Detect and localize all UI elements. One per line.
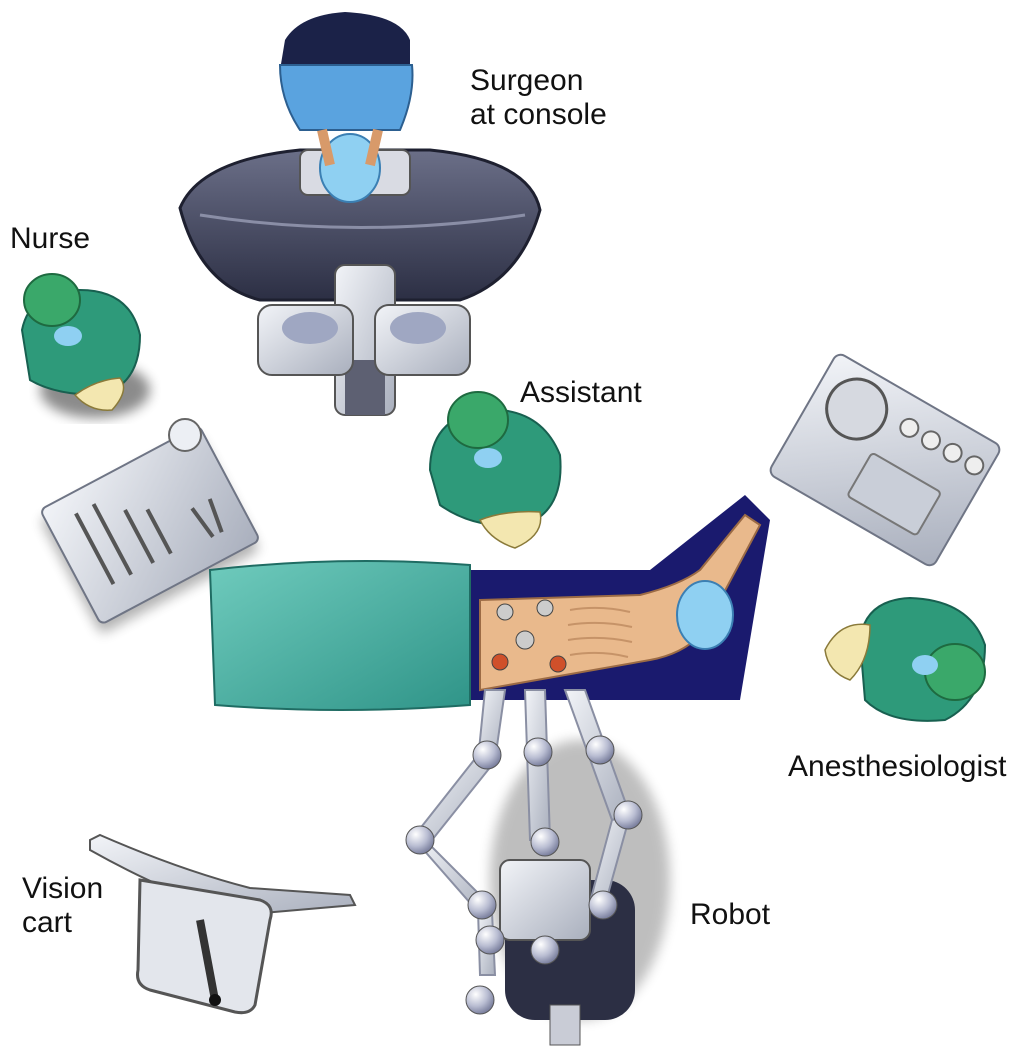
surgeon-label-line1: Surgeon bbox=[470, 64, 607, 98]
robot-label: Robot bbox=[690, 898, 770, 932]
assistant-label: Assistant bbox=[520, 376, 642, 410]
anesthesia-monitor bbox=[768, 352, 1003, 568]
vision-cart-label-line2: cart bbox=[22, 906, 103, 940]
assistant-figure bbox=[430, 392, 561, 548]
vision-cart-label-line1: Vision bbox=[22, 872, 103, 906]
surgeon-label-line2: at console bbox=[470, 98, 607, 132]
robot bbox=[406, 690, 670, 1045]
vision-cart bbox=[90, 835, 355, 1013]
nurse-label: Nurse bbox=[10, 222, 90, 256]
surgeon-label: Surgeon at console bbox=[470, 64, 607, 132]
anesthesiologist-label: Anesthesiologist bbox=[788, 750, 1006, 784]
nurse-figure bbox=[22, 274, 150, 418]
vision-cart-label: Vision cart bbox=[22, 872, 103, 940]
anesthesiologist-figure bbox=[825, 598, 985, 721]
